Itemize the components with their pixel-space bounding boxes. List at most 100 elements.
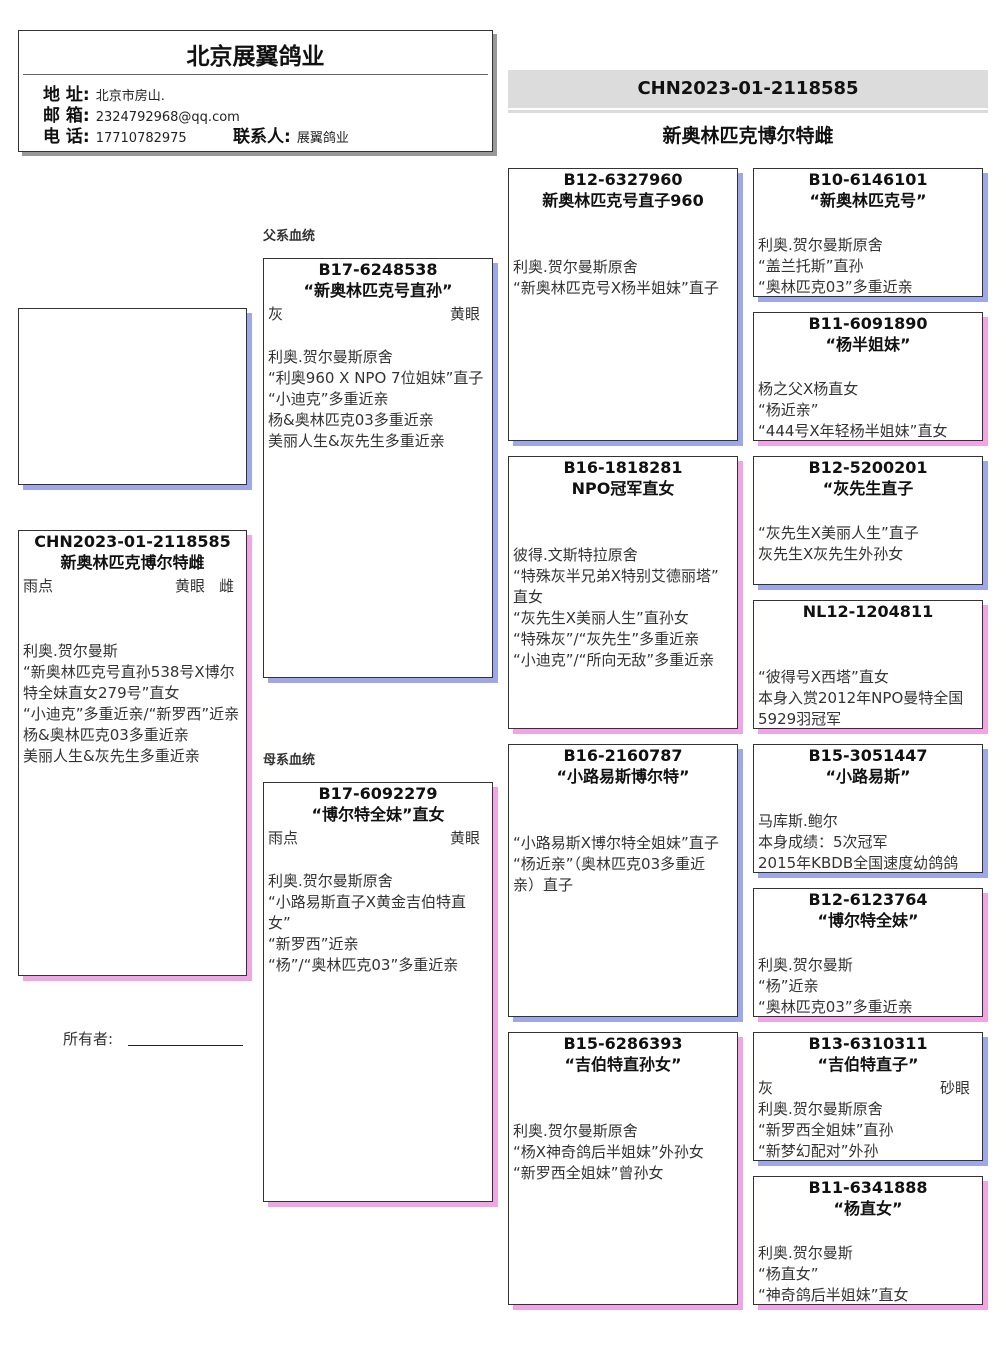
note-line: 杨&奥林匹克03多重近亲 bbox=[268, 411, 434, 429]
pedigree-notes: 利奥.贺尔曼斯原舍 “新罗西全姐妹”直孙 “新梦幻配对”外孙 bbox=[758, 1099, 978, 1162]
gen3-pedigree-card[interactable]: B16-2160787“小路易斯博尔特”“小路易斯X博尔特全姐妹”直子“杨近亲”… bbox=[508, 744, 738, 1017]
pedigree-notes: 利奥.贺尔曼斯“杨”近亲“奥林匹克03”多重近亲 bbox=[758, 955, 978, 1018]
gen3-pedigree-card[interactable]: B15-6286393“吉伯特直孙女”利奥.贺尔曼斯原舍“杨X神奇鸽后半姐妹”外… bbox=[508, 1032, 738, 1305]
note-line: “灰先生X美丽人生”直孙女 bbox=[513, 609, 689, 627]
note-line: 杨&奥林匹克03多重近亲 bbox=[23, 726, 189, 744]
note-line: 美丽人生&灰先生多重近亲 bbox=[23, 747, 200, 765]
breeder-header: 北京展翼鸽业 地 址:北京市房山. 邮 箱:2324792968@qq.com … bbox=[18, 30, 493, 152]
note-line: 本身成绩：5次冠军 bbox=[758, 833, 888, 851]
ring-number: B17-6092279 bbox=[318, 784, 438, 803]
bird-name: “小路易斯博尔特” bbox=[556, 767, 690, 786]
email-label: 邮 箱: bbox=[43, 106, 90, 126]
note-line: “新梦幻配对”外孙 bbox=[758, 1142, 879, 1160]
bird-name: “小路易斯” bbox=[825, 767, 911, 786]
ring-number: B15-6286393 bbox=[563, 1034, 683, 1053]
note-line: “新罗西”近亲 bbox=[268, 935, 359, 953]
ring-number: B17-6248538 bbox=[318, 260, 438, 279]
note-line: “杨近亲” bbox=[758, 401, 819, 419]
note-line: “444号X年轻杨半姐妹”直女 bbox=[758, 422, 948, 440]
note-line: “小路易斯直子X黄金吉伯特直 bbox=[268, 893, 467, 911]
gen4-pedigree-card[interactable]: B13-6310311“吉伯特直子”灰砂眼利奥.贺尔曼斯原舍“新罗西全姐妹”直孙… bbox=[753, 1032, 983, 1161]
note-line: “奥林匹克03”多重近亲 bbox=[758, 998, 913, 1016]
note-line: “特殊灰”/“灰先生”多重近亲 bbox=[513, 630, 700, 648]
contact-value: 展翼鸽业 bbox=[296, 131, 349, 146]
photo-placeholder bbox=[18, 308, 247, 485]
note-line: “新奥林匹克号X杨半姐妹”直子 bbox=[513, 279, 719, 297]
note-line: “新罗西全姐妹”直孙 bbox=[758, 1121, 894, 1139]
note-line: 马库斯.鲍尔 bbox=[758, 812, 838, 830]
bird-name: “博尔特全妹”直女 bbox=[311, 805, 445, 824]
note-line: 本身入赏2012年NPO曼特全国 bbox=[758, 689, 964, 707]
note-line: 利奥.贺尔曼斯原舍 bbox=[758, 1100, 883, 1118]
ring-number: B12-6327960 bbox=[563, 170, 683, 189]
dam-line-label: 母系血统 bbox=[263, 753, 316, 768]
note-line: 利奥.贺尔曼斯原舍 bbox=[513, 1122, 638, 1140]
email-value: 2324792968@qq.com bbox=[95, 110, 240, 125]
sire-line-label: 父系血统 bbox=[263, 229, 316, 244]
pedigree-notes: 利奥.贺尔曼斯“新奥林匹克号直孙538号X博尔特全妹直女279号”直女“小迪克”… bbox=[23, 641, 242, 767]
eye-sex: 黄眼雌 bbox=[175, 576, 234, 597]
dam-pedigree-card[interactable]: B17-6092279“博尔特全妹”直女雨点黄眼利奥.贺尔曼斯原舍“小路易斯直子… bbox=[263, 782, 493, 1202]
bird-name: “杨半姐妹” bbox=[825, 335, 911, 354]
phone-value: 17710782975 bbox=[95, 131, 187, 146]
note-line: “杨”/“奥林匹克03”多重近亲 bbox=[268, 956, 459, 974]
note-line: “小迪克”多重近亲/“新罗西”近亲 bbox=[23, 705, 240, 723]
eye-type: 黄眼 bbox=[449, 305, 480, 323]
subject-name-heading: 新奥林匹克博尔特雌 bbox=[662, 125, 834, 147]
color-eye-row: 雨点黄眼 bbox=[268, 828, 488, 849]
note-line: 亲）直子 bbox=[513, 876, 574, 894]
note-line: “杨近亲”（奥林匹克03多重近 bbox=[513, 855, 706, 873]
bird-name: “灰先生直子 bbox=[822, 479, 914, 498]
bird-name: “新奥林匹克号” bbox=[809, 191, 927, 210]
note-line: “杨X神奇鸽后半姐妹”外孙女 bbox=[513, 1143, 704, 1161]
gen4-pedigree-card[interactable]: B12-5200201 “灰先生直子 “灰先生X美丽人生”直子灰先生X灰先生外孙女 bbox=[753, 456, 983, 585]
subject-ring-band: CHN2023-01-2118585 bbox=[508, 70, 988, 108]
color-eye-row: 灰砂眼 bbox=[758, 1078, 978, 1099]
gen4-pedigree-card[interactable]: B12-6123764“博尔特全妹”利奥.贺尔曼斯“杨”近亲“奥林匹克03”多重… bbox=[753, 888, 983, 1017]
note-line: 特全妹直女279号”直女 bbox=[23, 684, 180, 702]
gen4-pedigree-card[interactable]: B11-6091890“杨半姐妹”杨之父X杨直女“杨近亲”“444号X年轻杨半姐… bbox=[753, 312, 983, 441]
note-line: “特殊灰半兄弟X特别艾德丽塔” bbox=[513, 567, 719, 585]
bird-name: “新奥林匹克号直孙” bbox=[303, 281, 453, 300]
address-row: 地 址:北京市房山. bbox=[43, 85, 165, 106]
owner-signature-line[interactable] bbox=[128, 1045, 243, 1046]
contact-label: 联系人: bbox=[233, 127, 291, 147]
header-divider bbox=[23, 74, 488, 75]
feather-color: 灰 bbox=[268, 305, 284, 323]
ring-number: B12-6123764 bbox=[808, 890, 928, 909]
note-line: 利奥.贺尔曼斯原舍 bbox=[268, 348, 393, 366]
pedigree-notes: 利奥.贺尔曼斯原舍“利奥960 X NPO 7位姐妹”直子“小迪克”多重近亲杨&… bbox=[268, 347, 488, 452]
bird-name: “吉伯特直子” bbox=[817, 1055, 919, 1074]
sire-pedigree-card[interactable]: B17-6248538 “新奥林匹克号直孙” 灰 黄眼利奥.贺尔曼斯原舍“利奥960 … bbox=[263, 258, 493, 678]
ring-number: B16-1818281 bbox=[563, 458, 683, 477]
color-eye-row: 灰 黄眼 bbox=[268, 304, 488, 325]
address-label: 地 址: bbox=[43, 85, 90, 105]
ring-number: B12-5200201 bbox=[808, 458, 928, 477]
eye-type: 黄眼 bbox=[449, 829, 480, 847]
note-line: 女” bbox=[268, 914, 291, 932]
feather-color: 雨点 bbox=[23, 577, 54, 595]
gen4-pedigree-card[interactable]: B11-6341888“杨直女”利奥.贺尔曼斯“杨直女”“神奇鸽后半姐妹”直女 bbox=[753, 1176, 983, 1305]
pedigree-notes: “小路易斯X博尔特全姐妹”直子“杨近亲”（奥林匹克03多重近亲）直子 bbox=[513, 833, 733, 896]
note-line: “杨直女” bbox=[758, 1265, 819, 1283]
ring-number: B11-6091890 bbox=[808, 314, 928, 333]
phone-label: 电 话: bbox=[43, 127, 90, 147]
owner-label: 所有者: bbox=[63, 1030, 114, 1048]
ring-number: NL12-1204811 bbox=[802, 602, 934, 621]
pedigree-notes: “灰先生X美丽人生”直子灰先生X灰先生外孙女 bbox=[758, 523, 978, 565]
contact-row: 联系人: 展翼鸽业 bbox=[233, 127, 349, 148]
phone-row: 电 话: 17710782975 bbox=[43, 127, 187, 148]
sex: 雌 bbox=[218, 577, 234, 595]
pedigree-notes: 杨之父X杨直女“杨近亲”“444号X年轻杨半姐妹”直女 bbox=[758, 379, 978, 442]
eye-type: 黄眼 bbox=[174, 577, 205, 595]
pedigree-notes: 利奥.贺尔曼斯“杨直女”“神奇鸽后半姐妹”直女 bbox=[758, 1243, 978, 1306]
eye-type: 砂眼 bbox=[939, 1079, 970, 1097]
note-line: “杨”近亲 bbox=[758, 977, 819, 995]
gen4-pedigree-card[interactable]: B10-6146101“新奥林匹克号”利奥.贺尔曼斯原舍“盖兰托斯”直孙“奥林匹… bbox=[753, 168, 983, 297]
